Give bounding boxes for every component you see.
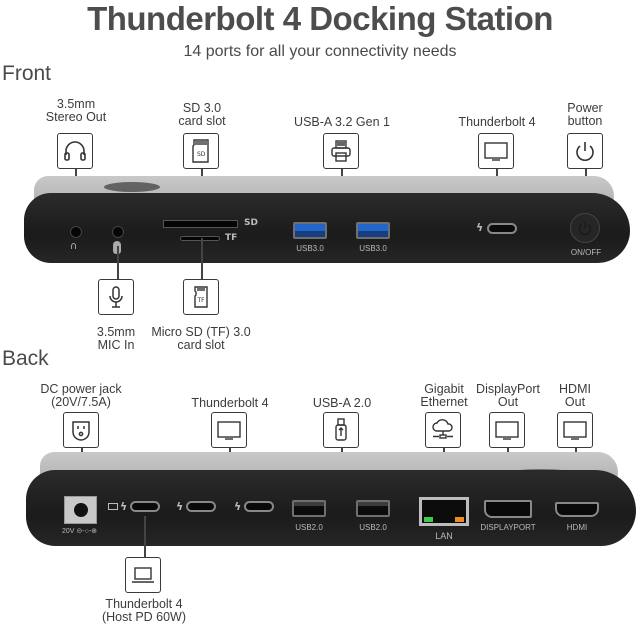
usb2-port-right-label: USB2.0 xyxy=(359,523,387,532)
laptop-icon xyxy=(132,567,154,583)
connector-line xyxy=(144,516,146,558)
monitor-icon xyxy=(563,421,587,440)
thunderbolt-front-port xyxy=(487,223,517,234)
sd-card-slot xyxy=(163,220,238,228)
dc-power-jack xyxy=(64,496,97,524)
sd-slot-label: SD xyxy=(244,218,258,228)
usb3-port-left xyxy=(293,222,327,239)
callout-thunderbolt-front-label: Thunderbolt 4 xyxy=(458,115,536,129)
lan-port xyxy=(419,497,469,526)
printer-icon xyxy=(331,140,351,162)
lan-led-green xyxy=(424,517,433,522)
page-title: Thunderbolt 4 Docking Station xyxy=(87,0,553,37)
usb2-port-right xyxy=(356,500,390,517)
mic-in-jack xyxy=(112,226,124,238)
monitor-icon xyxy=(217,421,241,440)
monitor-icon-box-back-tb xyxy=(211,412,247,448)
sd-card-icon-box: SD xyxy=(183,133,219,169)
displayport-port-label: DISPLAYPORT xyxy=(480,523,536,532)
lan-port-label: LAN xyxy=(435,531,453,541)
back-section-label: Back xyxy=(2,347,49,370)
callout-dc-power-label: DC power jack(20V/7.5A) xyxy=(40,382,122,409)
usb3-port-left-label: USB3.0 xyxy=(296,244,324,253)
usb-drive-icon xyxy=(335,418,347,441)
thunderbolt-bolt-icon: ϟ xyxy=(476,221,484,234)
monitor-icon-box-front xyxy=(478,133,514,169)
power-icon xyxy=(576,142,594,161)
monitor-icon xyxy=(495,421,519,440)
callout-usb-a-gen1-label: USB-A 3.2 Gen 1 xyxy=(294,115,390,129)
callout-usb-a-2-label: USB-A 2.0 xyxy=(312,396,372,410)
laptop-port-icon xyxy=(108,503,118,510)
thunderbolt-host-port xyxy=(130,501,160,512)
monitor-icon xyxy=(484,142,508,161)
thunderbolt-bolt-icon: ϟ xyxy=(176,500,184,513)
power-outlet-icon-box xyxy=(63,412,99,448)
thunderbolt-back-port-1 xyxy=(186,501,216,512)
power-button-label: ON/OFF xyxy=(570,248,602,257)
lan-led-orange xyxy=(455,517,464,522)
usb2-port-left xyxy=(292,500,326,517)
usb3-port-right-label: USB3.0 xyxy=(359,244,387,253)
front-dock-body xyxy=(24,193,630,263)
dc-voltage-label: 20V ⊝-○-⊕ xyxy=(62,528,98,535)
svg-text:SD: SD xyxy=(197,151,206,158)
usb-drive-icon-box xyxy=(323,412,359,448)
hdmi-port xyxy=(555,502,599,517)
microphone-icon-box xyxy=(98,279,134,315)
microphone-icon xyxy=(109,286,123,308)
power-button-icon xyxy=(578,221,592,236)
page-subtitle: 14 ports for all your connectivity needs xyxy=(183,43,457,60)
monitor-icon-box-dp xyxy=(489,412,525,448)
thunderbolt-bolt-icon: ϟ xyxy=(234,500,242,513)
power-button[interactable] xyxy=(570,213,600,243)
power-icon-box xyxy=(567,133,603,169)
front-section-label: Front xyxy=(2,62,52,85)
cloud-network-icon-box xyxy=(425,412,461,448)
usb3-port-right xyxy=(356,222,390,239)
connector-line xyxy=(201,238,203,280)
micro-sd-icon-box: TF xyxy=(183,279,219,315)
back-dock-body xyxy=(26,470,636,546)
connector-line xyxy=(341,169,343,181)
headphones-port-icon: ∩ xyxy=(70,241,78,252)
micro-sd-icon: TF xyxy=(194,286,208,308)
usb2-port-left-label: USB2.0 xyxy=(295,523,323,532)
sd-card-icon: SD xyxy=(192,139,209,163)
connector-line xyxy=(117,246,119,280)
headphones-icon xyxy=(64,141,86,161)
dc-jack-hole xyxy=(73,503,88,517)
thunderbolt-bolt-icon: ϟ xyxy=(120,500,128,513)
displayport-port xyxy=(484,500,532,518)
callout-thunderbolt-back-label: Thunderbolt 4 xyxy=(191,396,269,410)
monitor-icon-box-hdmi xyxy=(557,412,593,448)
power-outlet-icon xyxy=(72,421,90,441)
stereo-out-jack xyxy=(70,226,82,238)
headphones-icon-box xyxy=(57,133,93,169)
printer-icon-box xyxy=(323,133,359,169)
cloud-network-icon xyxy=(432,419,453,439)
tf-card-slot xyxy=(180,236,220,241)
svg-text:TF: TF xyxy=(197,297,206,304)
thunderbolt-back-port-2 xyxy=(244,501,274,512)
callout-thunderbolt-host-label: Thunderbolt 4(Host PD 60W) xyxy=(101,597,187,624)
hdmi-port-label: HDMI xyxy=(566,523,588,532)
tf-slot-label: TF xyxy=(225,233,238,243)
laptop-icon-box xyxy=(125,557,161,593)
brand-logo xyxy=(104,182,160,192)
